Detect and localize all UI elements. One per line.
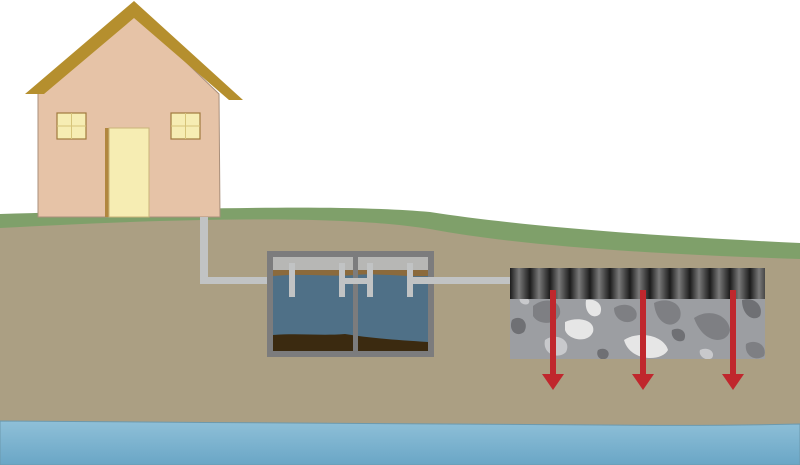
groundwater (0, 420, 800, 465)
baffle (367, 263, 373, 297)
inlet-baffle (289, 263, 295, 297)
sludge-layer (273, 334, 428, 351)
arrow-down-icon (542, 290, 564, 390)
septic-tank-icon (267, 251, 434, 357)
window-icon (56, 112, 87, 140)
house (25, 1, 243, 218)
window-icon (170, 112, 201, 140)
effluent-pipe (413, 277, 511, 284)
roof-icon (25, 1, 243, 100)
scum-layer (273, 270, 428, 277)
tank-divider (353, 257, 358, 351)
arrow-down-icon (632, 290, 654, 390)
drain-field (510, 268, 765, 359)
grass-strip (0, 207, 800, 259)
sewer-pipe (200, 217, 293, 284)
baffle (339, 263, 345, 297)
door-icon (105, 127, 150, 218)
gravel-stones (510, 297, 765, 359)
perforated-pipe-icon (510, 268, 765, 299)
flow-arrows (542, 290, 744, 390)
arrow-down-icon (722, 290, 744, 390)
outlet-baffle (407, 263, 413, 297)
transfer-pipe (345, 278, 367, 284)
